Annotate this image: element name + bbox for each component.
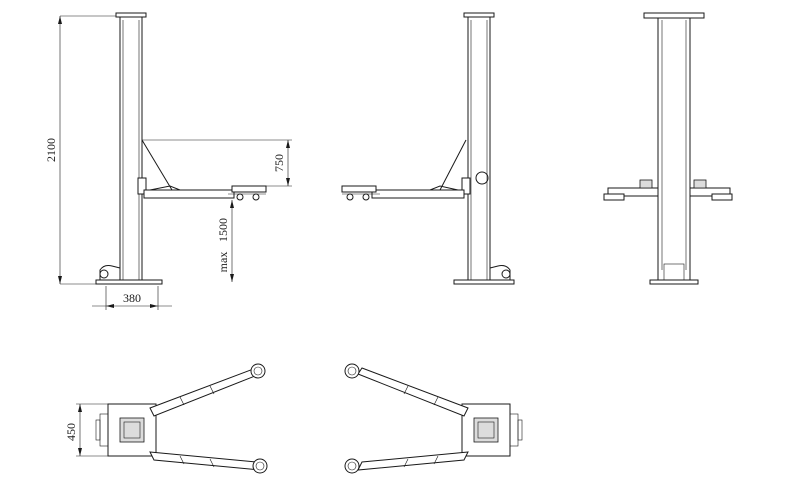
lift-arm-right xyxy=(689,187,731,197)
carriage xyxy=(461,177,471,195)
plan-view-right xyxy=(344,363,523,474)
lock-release-knob xyxy=(475,171,489,185)
column-top-plate xyxy=(463,12,495,18)
arm-pad-upper xyxy=(344,363,360,379)
base-plate xyxy=(453,279,515,285)
arm-lower xyxy=(344,451,469,474)
side-view-middle xyxy=(341,12,515,285)
arm-lower xyxy=(149,451,268,474)
arm-pad-lower xyxy=(252,458,268,474)
lift-arm xyxy=(143,189,235,199)
carriage xyxy=(137,177,147,195)
column-top-plate xyxy=(115,12,147,18)
column-section xyxy=(119,417,145,443)
base-plate xyxy=(649,279,699,285)
column-section xyxy=(473,417,499,443)
base-plate xyxy=(95,279,163,285)
plan-view-left: 450 xyxy=(64,363,268,474)
column-foot xyxy=(489,265,511,280)
column-foot xyxy=(99,265,121,280)
dim-carriage-travel: 750 xyxy=(272,154,286,172)
dim-total-height: 2100 xyxy=(44,138,58,162)
arm-pad xyxy=(231,185,267,193)
column xyxy=(657,15,691,283)
side-view-left: 2100 750 1500 max 380 xyxy=(44,12,292,310)
lift-arm xyxy=(371,189,465,199)
arm-pad xyxy=(341,185,377,193)
arm-pad-lower xyxy=(344,458,360,474)
arm-pad-upper xyxy=(250,363,266,379)
dim-max-label: max xyxy=(216,252,230,273)
arm-upper xyxy=(149,363,266,417)
arm-brace xyxy=(141,139,173,191)
lift-arm-left xyxy=(607,187,659,197)
dim-base-width: 380 xyxy=(123,291,141,305)
column-top-plate xyxy=(643,12,705,19)
arm-upper xyxy=(344,363,469,417)
front-view xyxy=(603,12,733,285)
dim-max-lift-height: 1500 xyxy=(216,218,230,242)
dim-arm-spacing: 450 xyxy=(64,423,78,441)
